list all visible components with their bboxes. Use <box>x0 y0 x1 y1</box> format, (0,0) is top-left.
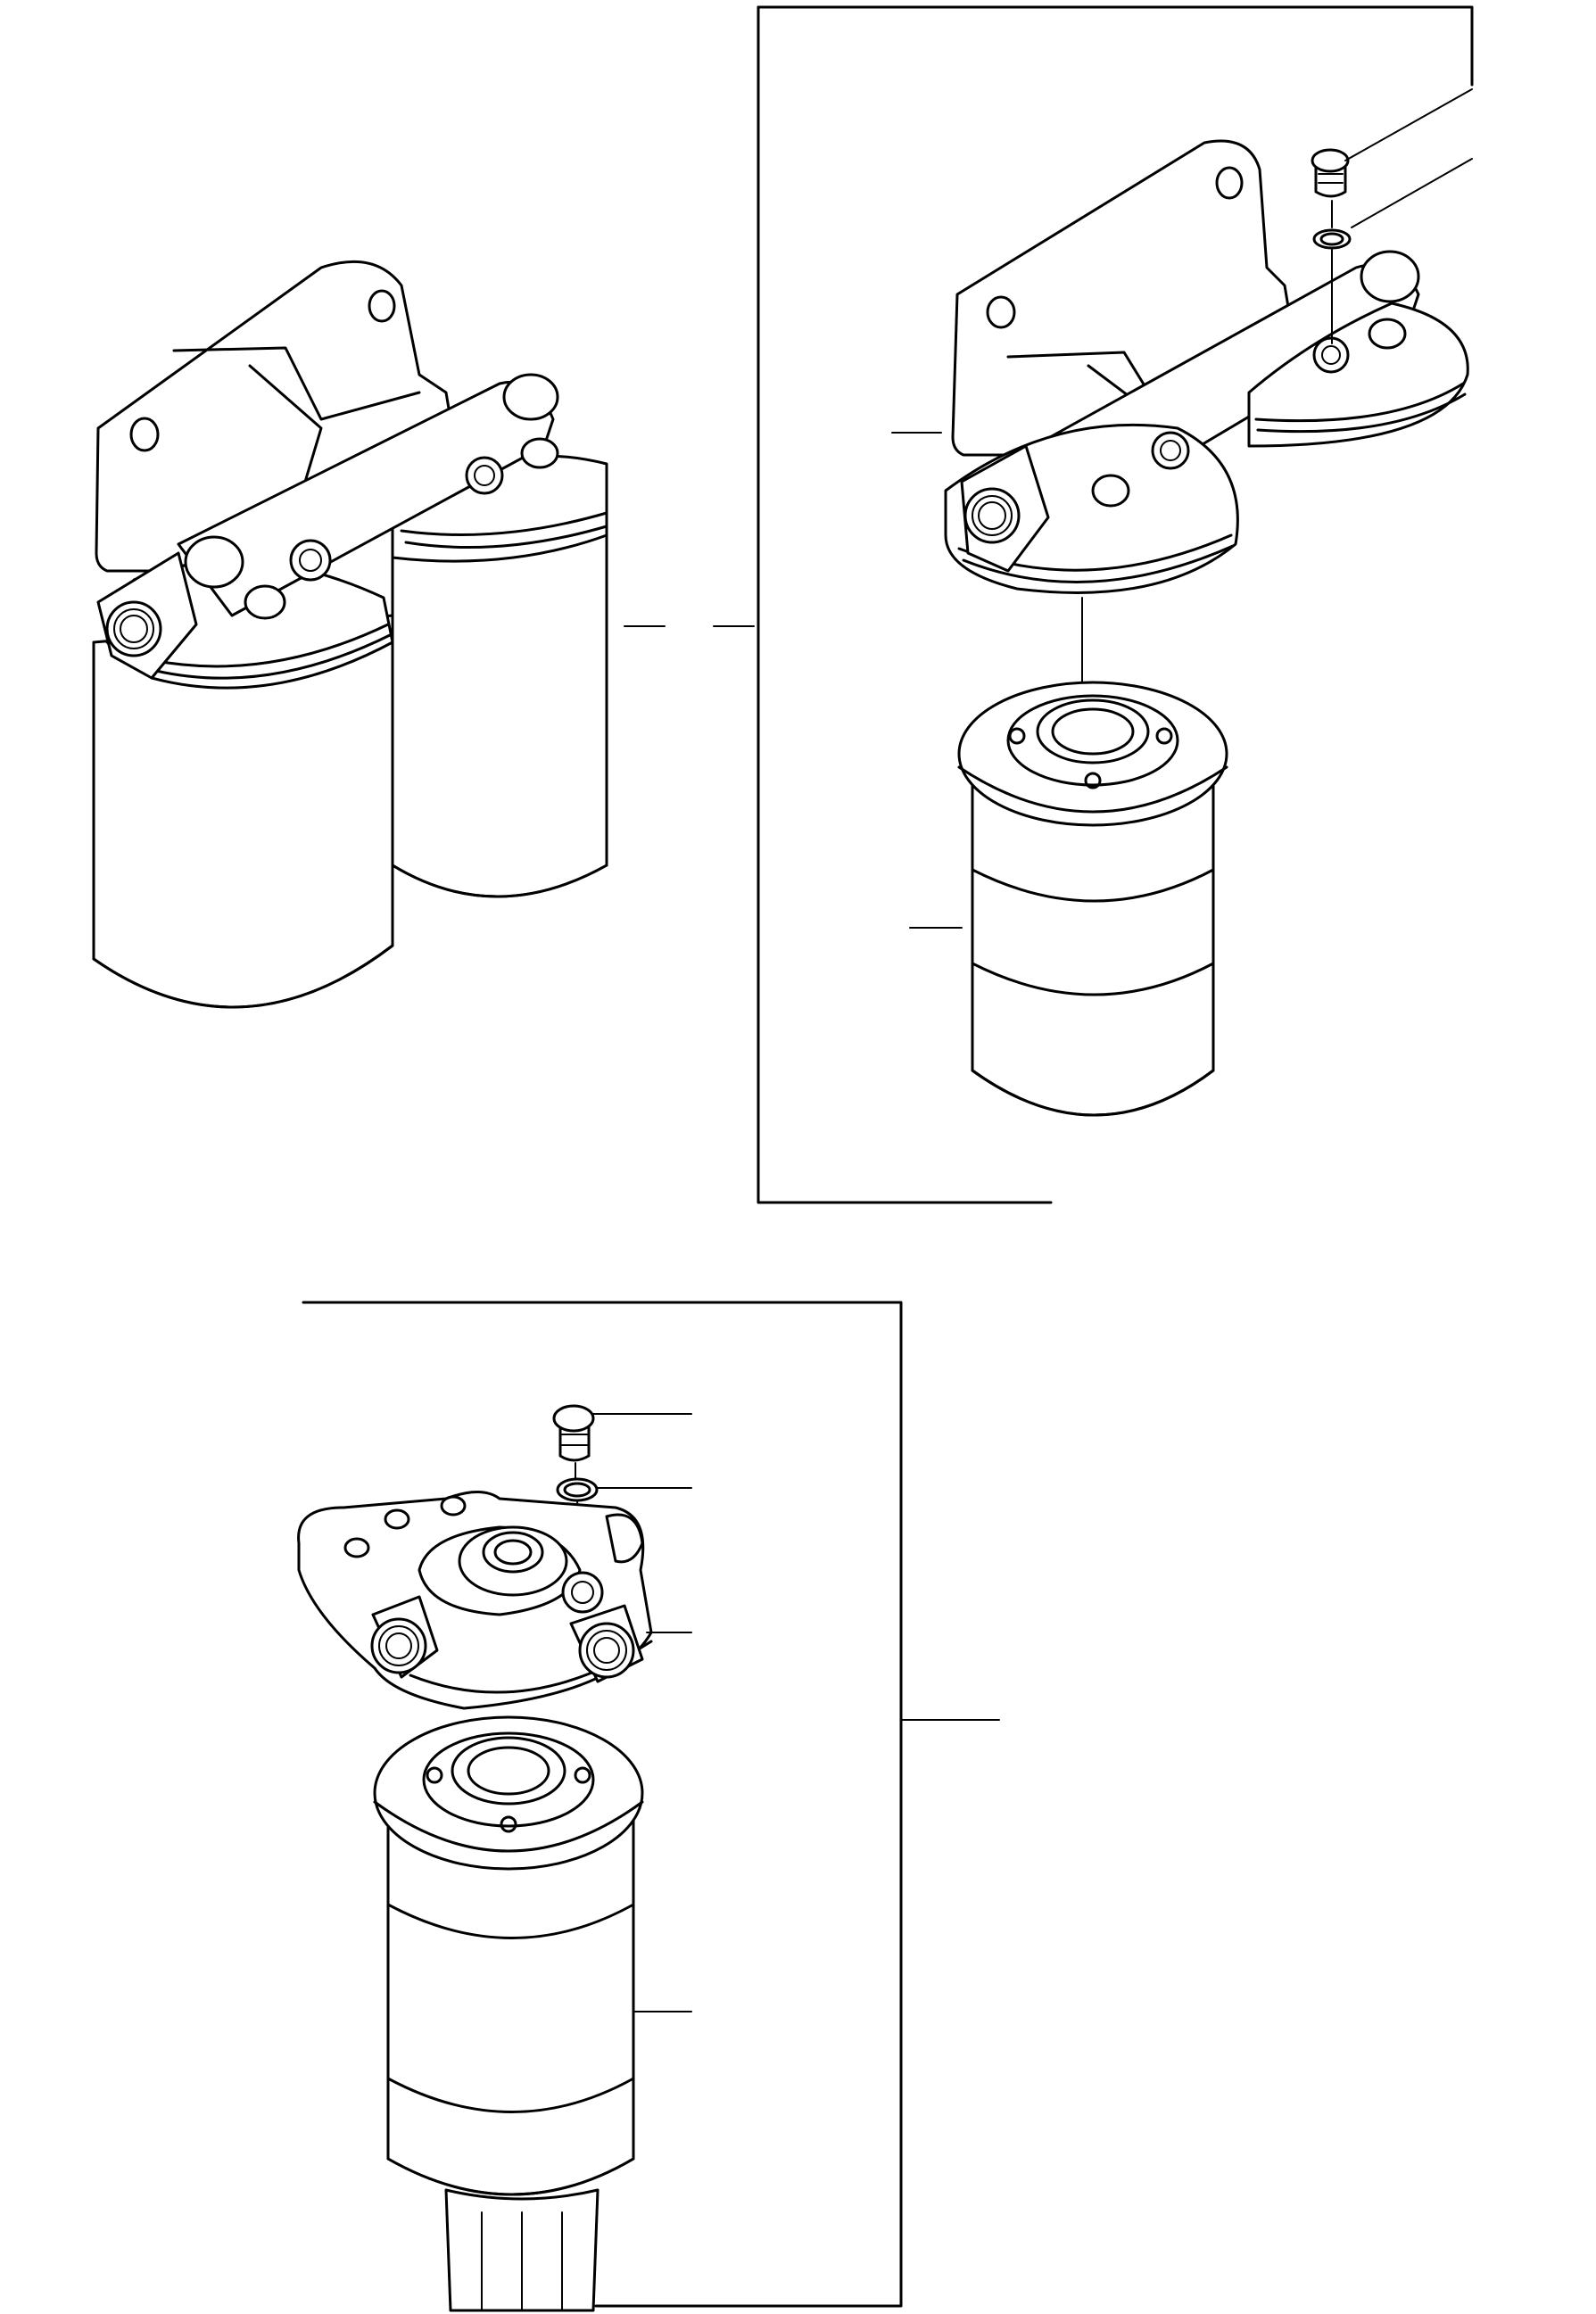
bleed-plug <box>465 456 504 495</box>
vent-screw <box>1311 148 1350 198</box>
sealing-washer <box>1312 228 1352 250</box>
cap-boss <box>520 437 559 469</box>
cap-boss <box>1091 474 1130 508</box>
exploded-double-filter-view <box>757 5 1474 1204</box>
bracket-hole <box>368 289 396 323</box>
bracket-hole <box>129 417 160 452</box>
cap-boss <box>244 584 286 620</box>
leader-line <box>1351 158 1473 228</box>
assembled-double-filter-view <box>92 260 755 1009</box>
bleed-plug <box>1151 431 1190 470</box>
detail-frame <box>757 624 1053 1204</box>
exploded-single-filter-view <box>297 1301 1000 2312</box>
detail-frame <box>302 1301 903 2308</box>
bleed-plug <box>289 539 332 582</box>
bleed-plug <box>561 1571 604 1614</box>
cap-boss <box>1368 318 1407 350</box>
bracket-hole <box>986 295 1016 329</box>
vent-screw <box>552 1404 595 1462</box>
filter-cartridge <box>386 1818 635 2196</box>
leader-line <box>1344 88 1473 161</box>
filter-cartridge <box>971 783 1215 1117</box>
detail-frame <box>757 5 1474 87</box>
bracket-hole <box>1215 166 1244 200</box>
